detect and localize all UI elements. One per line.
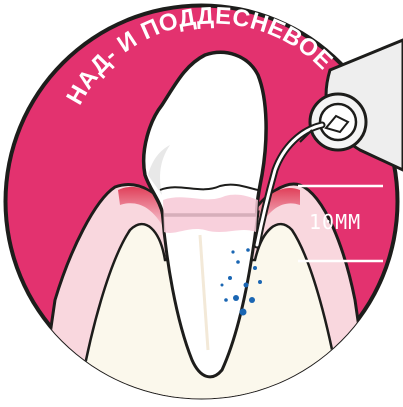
plaque-zone	[163, 195, 258, 233]
measurement-label: 10ММ	[309, 210, 361, 234]
